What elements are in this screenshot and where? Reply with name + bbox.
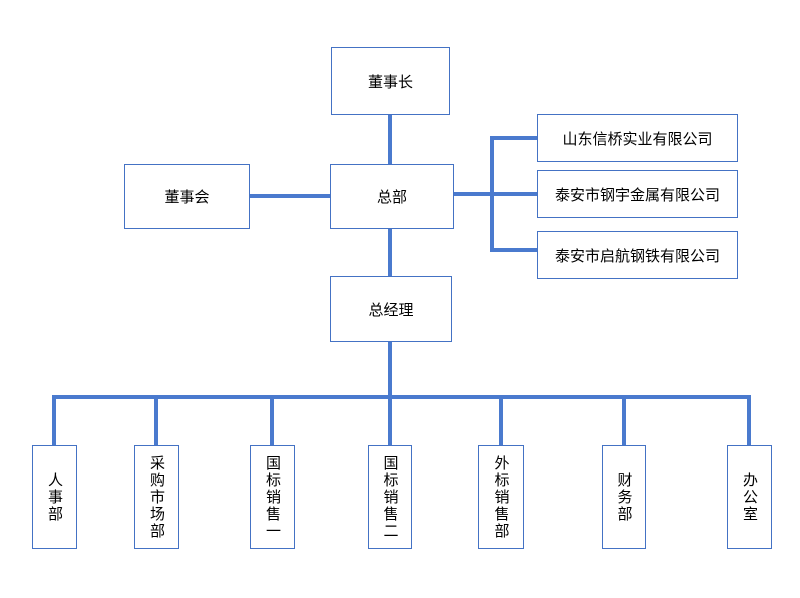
connector-drop-department-5	[499, 395, 503, 445]
connector-drop-department-3	[270, 395, 274, 445]
node-company-1[interactable]: 山东信桥实业有限公司	[537, 114, 738, 162]
node-general-manager-label: 总经理	[368, 301, 414, 319]
node-company-1-label: 山东信桥实业有限公司	[562, 130, 713, 148]
node-department-4[interactable]: 国标销售二	[368, 445, 412, 549]
node-department-1-label: 人事部	[46, 471, 63, 523]
node-chairman-label: 董事长	[367, 73, 413, 91]
connector-general-manager-trunk	[388, 342, 392, 445]
node-department-3[interactable]: 国标销售一	[250, 445, 295, 549]
connector-headquarters-general-manager	[388, 229, 392, 276]
connector-drop-department-7	[747, 395, 751, 445]
connector-branch-company-1	[490, 136, 537, 140]
node-department-3-label: 国标销售一	[264, 454, 281, 540]
node-company-2-label: 泰安市钢宇金属有限公司	[554, 186, 720, 204]
node-board[interactable]: 董事会	[124, 164, 250, 229]
node-department-2-label: 采购市场部	[148, 454, 165, 540]
node-board-label: 董事会	[164, 189, 210, 206]
node-general-manager[interactable]: 总经理	[330, 276, 452, 342]
node-department-7-label: 办公室	[741, 471, 758, 523]
connector-drop-department-2	[154, 395, 158, 445]
connector-departments-rail	[52, 395, 751, 399]
connector-companies-trunk	[490, 136, 494, 252]
node-headquarters-label: 总部	[376, 189, 407, 206]
connector-headquarters-company-2	[454, 192, 537, 196]
node-department-2[interactable]: 采购市场部	[134, 445, 179, 549]
node-department-7[interactable]: 办公室	[727, 445, 772, 549]
node-chairman[interactable]: 董事长	[331, 47, 450, 115]
node-department-6[interactable]: 财务部	[602, 445, 646, 549]
connector-board-headquarters	[250, 194, 330, 198]
node-company-3-label: 泰安市启航钢铁有限公司	[554, 247, 720, 265]
connector-branch-company-3	[490, 248, 537, 252]
node-department-5-label: 外标销售部	[492, 454, 510, 540]
connector-chairman-headquarters	[388, 115, 392, 164]
node-company-3[interactable]: 泰安市启航钢铁有限公司	[537, 231, 738, 279]
connector-drop-department-6	[622, 395, 626, 445]
node-department-1[interactable]: 人事部	[32, 445, 77, 549]
connector-drop-department-1	[52, 395, 56, 445]
node-department-5[interactable]: 外标销售部	[478, 445, 524, 549]
node-department-6-label: 财务部	[615, 471, 633, 523]
node-department-4-label: 国标销售二	[381, 454, 399, 540]
node-company-2[interactable]: 泰安市钢宇金属有限公司	[537, 170, 738, 218]
node-headquarters[interactable]: 总部	[330, 164, 454, 229]
